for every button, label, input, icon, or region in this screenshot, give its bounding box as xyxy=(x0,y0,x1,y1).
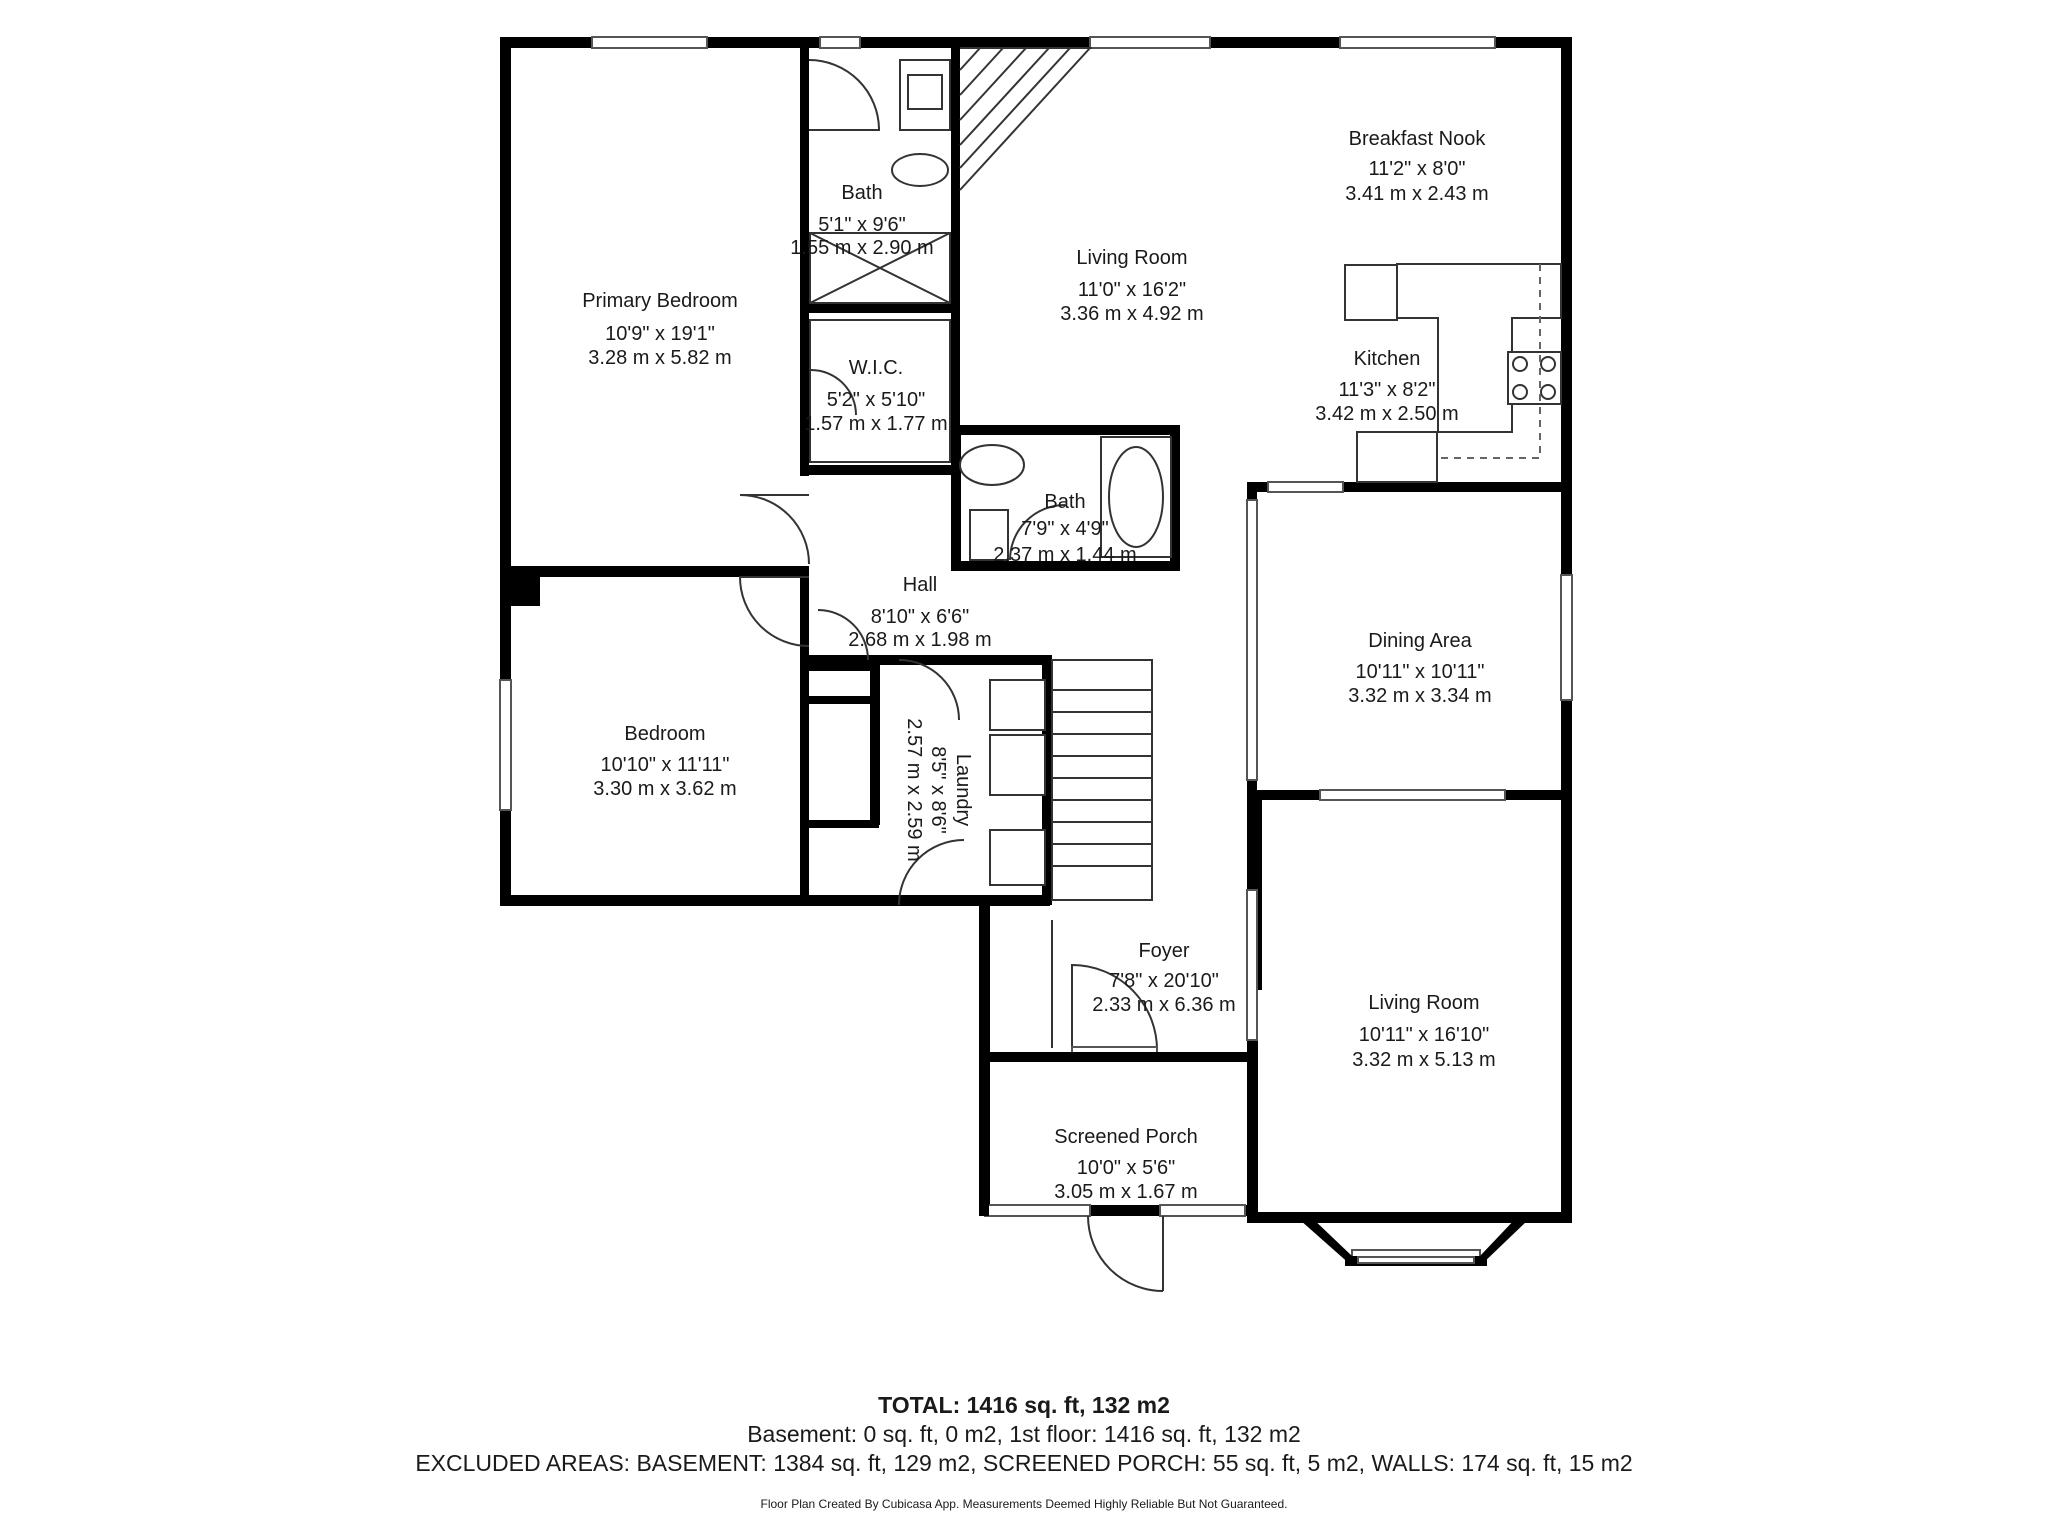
room-dimensions-metric: 1.55 m x 2.90 m xyxy=(790,237,933,259)
room-dimensions-metric: 2.33 m x 6.36 m xyxy=(1092,994,1235,1016)
room-dimensions-metric: 2.37 m x 1.44 m xyxy=(993,544,1136,566)
room-dimensions-metric: 1.57 m x 1.77 m xyxy=(804,413,947,435)
room-name: Laundry xyxy=(952,754,974,826)
room-bath-1: Bath 5'1" x 9'6" 1.55 m x 2.90 m xyxy=(790,182,933,259)
room-dimensions-imperial: 5'1" x 9'6" xyxy=(818,214,905,236)
room-name: Living Room xyxy=(1368,992,1479,1014)
room-dimensions-imperial: 10'10" x 11'11" xyxy=(601,754,730,776)
room-dimensions-imperial: 7'9" x 4'9" xyxy=(1021,518,1108,540)
room-primary-bedroom: Primary Bedroom 10'9" x 19'1" 3.28 m x 5… xyxy=(582,290,738,369)
room-name: Bath xyxy=(1044,491,1085,513)
room-dimensions-metric: 3.32 m x 5.13 m xyxy=(1352,1049,1495,1071)
room-screened-porch: Screened Porch 10'0" x 5'6" 3.05 m x 1.6… xyxy=(1054,1126,1197,1203)
room-dimensions-imperial: 11'2" x 8'0" xyxy=(1368,158,1465,180)
bay-window xyxy=(1300,1216,1528,1266)
room-dimensions-metric: 2.57 m x 2.59 m xyxy=(903,718,925,861)
room-kitchen: Kitchen 11'3" x 8'2" 3.42 m x 2.50 m xyxy=(1315,348,1458,425)
room-name: Breakfast Nook xyxy=(1349,128,1487,150)
room-dimensions-imperial: 10'11" x 16'10" xyxy=(1359,1024,1489,1046)
room-dimensions-imperial: 11'3" x 8'2" xyxy=(1338,379,1435,401)
room-dimensions-imperial: 11'0" x 16'2" xyxy=(1078,279,1186,301)
room-name: Foyer xyxy=(1138,940,1189,962)
room-dimensions-metric: 3.32 m x 3.34 m xyxy=(1348,685,1491,707)
room-name: Hall xyxy=(903,574,937,596)
porch-walls xyxy=(979,1052,1258,1216)
room-dimensions-metric: 3.30 m x 3.62 m xyxy=(593,778,736,800)
room-dimensions-imperial: 10'0" x 5'6" xyxy=(1077,1157,1176,1179)
room-dimensions-imperial: 10'9" x 19'1" xyxy=(605,323,715,345)
room-name: Screened Porch xyxy=(1054,1126,1197,1148)
room-name: W.I.C. xyxy=(849,357,903,379)
room-name: Kitchen xyxy=(1354,348,1421,370)
room-dimensions-imperial: 5'2" x 5'10" xyxy=(827,389,926,411)
room-name: Dining Area xyxy=(1368,630,1472,652)
room-bath-2: Bath 7'9" x 4'9" 2.37 m x 1.44 m xyxy=(993,491,1136,566)
room-foyer: Foyer 7'8" x 20'10" 2.33 m x 6.36 m xyxy=(1092,940,1235,1016)
room-name: Primary Bedroom xyxy=(582,290,738,312)
room-dining-area: Dining Area 10'11" x 10'11" 3.32 m x 3.3… xyxy=(1348,630,1491,707)
room-laundry: Laundry 8'5" x 8'6" 2.57 m x 2.59 m xyxy=(903,718,974,861)
room-dimensions-metric: 3.05 m x 1.67 m xyxy=(1054,1181,1197,1203)
room-dimensions-metric: 3.36 m x 4.92 m xyxy=(1060,303,1203,325)
room-wic: W.I.C. 5'2" x 5'10" 1.57 m x 1.77 m xyxy=(804,357,947,435)
room-dimensions-imperial: 8'5" x 8'6" xyxy=(927,746,949,833)
room-name: Living Room xyxy=(1076,247,1187,269)
room-dimensions-metric: 3.41 m x 2.43 m xyxy=(1345,183,1488,205)
fixtures xyxy=(738,47,1562,1292)
floor-areas: Basement: 0 sq. ft, 0 m2, 1st floor: 141… xyxy=(747,1421,1301,1447)
windows xyxy=(499,36,1573,1261)
room-name: Bedroom xyxy=(624,723,705,745)
room-breakfast-nook: Breakfast Nook 11'2" x 8'0" 3.41 m x 2.4… xyxy=(1345,128,1488,205)
room-dimensions-imperial: 7'8" x 20'10" xyxy=(1109,970,1219,992)
room-living-room-2: Living Room 10'11" x 16'10" 3.32 m x 5.1… xyxy=(1352,992,1495,1071)
room-labels: Primary Bedroom 10'9" x 19'1" 3.28 m x 5… xyxy=(582,128,1496,1203)
room-living-room-1: Living Room 11'0" x 16'2" 3.36 m x 4.92 … xyxy=(1060,247,1203,325)
room-dimensions-metric: 3.42 m x 2.50 m xyxy=(1315,403,1458,425)
room-name: Bath xyxy=(841,182,882,204)
room-dimensions-imperial: 10'11" x 10'11" xyxy=(1356,661,1485,683)
stair-treads xyxy=(1052,689,1152,867)
room-hall: Hall 8'10" x 6'6" 2.68 m x 1.98 m xyxy=(848,574,991,651)
room-dimensions-imperial: 8'10" x 6'6" xyxy=(871,606,970,628)
credit-note: Floor Plan Created By Cubicasa App. Meas… xyxy=(760,1497,1288,1511)
total-area: TOTAL: 1416 sq. ft, 132 m2 xyxy=(878,1392,1170,1418)
excluded-areas: EXCLUDED AREAS: BASEMENT: 1384 sq. ft, 1… xyxy=(415,1450,1633,1476)
room-dimensions-metric: 2.68 m x 1.98 m xyxy=(848,629,991,651)
room-dimensions-metric: 3.28 m x 5.82 m xyxy=(588,347,731,369)
room-bedroom: Bedroom 10'10" x 11'11" 3.30 m x 3.62 m xyxy=(593,723,736,800)
